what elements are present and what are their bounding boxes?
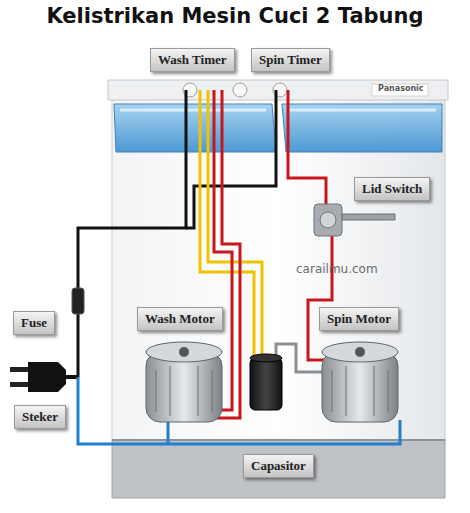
part-label: Steker bbox=[14, 405, 66, 429]
part-name: Wash Timer bbox=[158, 52, 227, 68]
part-name: Fuse bbox=[21, 315, 47, 331]
part-name: Lid Switch bbox=[362, 181, 422, 197]
part-name: Spin Motor bbox=[327, 311, 391, 327]
part-name: Spin Timer bbox=[259, 52, 322, 68]
part-name: Wash Motor bbox=[145, 311, 215, 327]
part-name: Capasitor bbox=[251, 458, 306, 474]
part-label: Spin Timer bbox=[251, 48, 330, 72]
part-label: Wash Timer bbox=[150, 48, 235, 72]
part-label: Lid Switch bbox=[354, 177, 430, 201]
watermark: carailmu.com bbox=[296, 262, 378, 276]
part-label: Wash Motor bbox=[137, 307, 223, 331]
part-label: Spin Motor bbox=[319, 307, 399, 331]
part-label: Capasitor bbox=[243, 454, 314, 478]
brand-mark: Panasonic bbox=[378, 84, 424, 93]
part-label: Fuse bbox=[13, 311, 55, 335]
part-name: Steker bbox=[22, 409, 58, 425]
diagram-title: Kelistrikan Mesin Cuci 2 Tabung bbox=[0, 4, 470, 28]
